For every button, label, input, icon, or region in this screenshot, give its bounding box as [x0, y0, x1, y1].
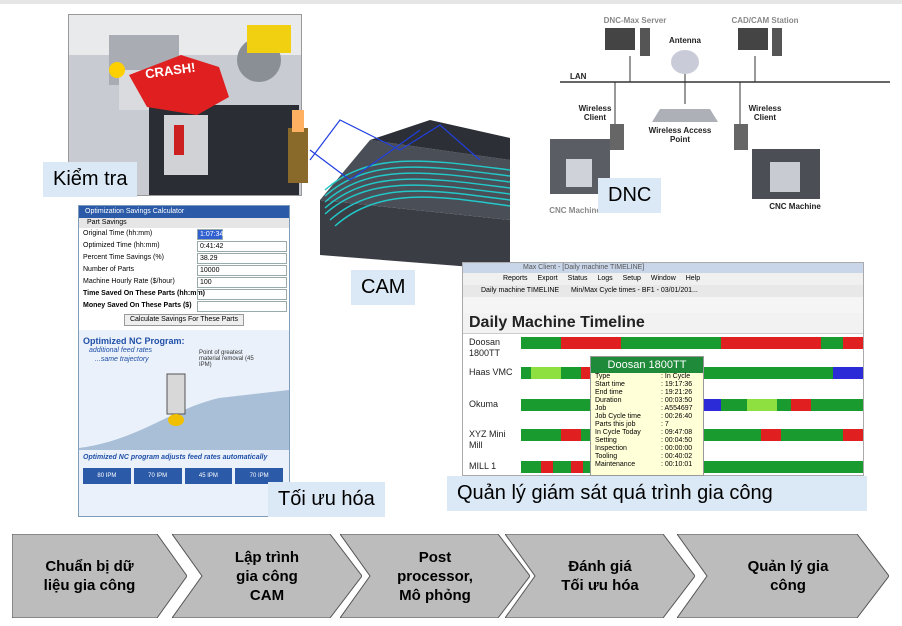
- label-quan-ly: Quản lý giám sát quá trình gia công: [447, 476, 867, 511]
- timeline-header: Daily Machine Timeline: [463, 313, 863, 334]
- step-line: CAM: [249, 586, 285, 604]
- tooltip-row: Parts this job: 7: [595, 421, 669, 428]
- machine-name: Haas VMC: [469, 367, 513, 377]
- timeline-window-title: Max Client - [Daily machine TIMELINE]: [463, 263, 863, 273]
- tooltip-row: Job: A554697: [595, 405, 693, 412]
- tooltip-row: In Cycle Today: 09:47:08: [595, 429, 693, 436]
- optimization-window-title: Optimization Savings Calculator: [79, 206, 289, 218]
- tooltip-row: Maintenance: 00:10:01: [595, 461, 693, 468]
- cnc-machine-right-label: CNC Machine: [769, 202, 821, 211]
- graphic-sub2: ...same trajectory: [95, 356, 149, 363]
- process-step-1: Chuẩn bị dữ liệu gia công: [12, 534, 187, 618]
- part-savings-section: Part Savings: [79, 218, 289, 228]
- menu-help[interactable]: Help: [685, 275, 701, 282]
- graphic-title: Optimized NC Program:: [83, 336, 185, 346]
- opt-row: Optimized Time (hh:mm)0:41:42: [79, 240, 289, 252]
- opt-row: Time Saved On These Parts (hh:mm): [79, 288, 289, 300]
- optimization-calculator-window: Optimization Savings Calculator Part Sav…: [78, 205, 290, 517]
- money-saved-input[interactable]: [197, 301, 287, 312]
- menu-reports[interactable]: Reports: [503, 275, 528, 282]
- step-line: Tối ưu hóa: [561, 577, 639, 594]
- machine-row: Doosan 1800TT: [463, 337, 863, 367]
- step-line: processor,: [397, 567, 473, 585]
- cam-toolpath-graphic: [280, 90, 520, 270]
- machine-tooltip: Doosan 1800TT Type: In Cycle Start time:…: [590, 356, 704, 476]
- dnc-network-diagram: DNC-Max Server CAD/CAM Station Antenna L…: [470, 14, 900, 215]
- timeline-toolbar: [463, 297, 863, 313]
- machine-name: Doosan 1800TT: [469, 337, 501, 358]
- step-line: công: [770, 577, 806, 594]
- step-line: Đánh giá: [568, 558, 632, 575]
- menu-export[interactable]: Export: [537, 275, 558, 282]
- feed-rate-chip: 70 IPM: [133, 468, 182, 484]
- label-dnc: DNC: [598, 178, 662, 213]
- tooltip-row: Tooling: 00:40:02: [595, 453, 693, 460]
- label-toi-uu-hoa: Tối ưu hóa: [268, 482, 385, 517]
- opt-row: Machine Hourly Rate ($/hour)100: [79, 276, 289, 288]
- menu-setup[interactable]: Setup: [622, 275, 641, 282]
- tooltip-row: Inspection: 00:00:00: [595, 445, 693, 452]
- access-point-label: Wireless Access Point: [648, 126, 712, 144]
- number-of-parts-input[interactable]: 10000: [197, 265, 287, 276]
- cnc-machine-left-label: CNC Machine: [549, 206, 601, 215]
- tooltip-row: Setting: 00:04:50: [595, 437, 693, 444]
- antenna-label: Antenna: [669, 36, 701, 45]
- graphic-note: Point of greatest material removal (45 I…: [199, 350, 254, 368]
- menu-status[interactable]: Status: [567, 275, 588, 282]
- dnc-server-label: DNC-Max Server: [603, 16, 667, 25]
- graphic-sub1: additional feed rates: [89, 347, 153, 354]
- step-line: liệu gia công: [43, 577, 136, 594]
- timeline-tabbar: Daily machine TIMELINE Min/Max Cycle tim…: [463, 285, 863, 297]
- process-step-5: Quản lý gia công: [677, 534, 889, 618]
- step-line: Mô phỏng: [399, 586, 471, 604]
- tooltip-row: Start time: 19:17:36: [595, 381, 693, 388]
- tooltip-row: End time: 19:21:26: [595, 389, 693, 396]
- feed-rate-chip: 45 IPM: [184, 468, 233, 484]
- tooltip-row: Type: In Cycle: [595, 373, 691, 380]
- opt-row: Money Saved On These Parts ($): [79, 300, 289, 312]
- optimization-graphic: Optimized NC Program: additional feed ra…: [79, 330, 289, 516]
- tooltip-row: Job Cycle time: 00:26:40: [595, 413, 693, 420]
- machine-timeline-bar[interactable]: [521, 337, 863, 349]
- menu-window[interactable]: Window: [650, 275, 676, 282]
- time-saved-input[interactable]: [197, 289, 287, 300]
- optimized-time-input[interactable]: 0:41:42: [197, 241, 287, 252]
- step-line: gia công: [236, 567, 298, 585]
- tooltip-title: Doosan 1800TT: [591, 357, 703, 373]
- wireless-client-right-label: Wireless Client: [748, 104, 782, 122]
- feed-rate-chip: 80 IPM: [83, 468, 131, 484]
- tooltip-row: Duration: 00:03:50: [595, 397, 693, 404]
- hourly-rate-input[interactable]: 100: [197, 277, 287, 288]
- tab-cycle-times[interactable]: Min/Max Cycle times - BF1 - 03/01/201...: [571, 287, 698, 294]
- graphic-caption: Optimized NC program adjusts feed rates …: [83, 454, 268, 461]
- original-time-input[interactable]: 1:07:34: [197, 229, 223, 240]
- feed-rate-arrows: 80 IPM 70 IPM 45 IPM 70 IPM: [83, 468, 283, 484]
- percent-savings-input[interactable]: 38.29: [197, 253, 287, 264]
- opt-row: Percent Time Savings (%)38.29: [79, 252, 289, 264]
- machine-name: MILL 1: [469, 461, 497, 471]
- calculate-savings-button[interactable]: Calculate Savings For These Parts: [124, 314, 244, 326]
- menu-logs[interactable]: Logs: [597, 275, 613, 282]
- cadcam-station-label: CAD/CAM Station: [731, 16, 799, 25]
- label-kiem-tra: Kiểm tra: [43, 162, 138, 197]
- opt-row: Original Time (hh:mm)1:07:34: [83, 229, 224, 240]
- step-line: Post: [418, 548, 452, 566]
- machine-name: Okuma: [469, 399, 499, 409]
- step-line: Quản lý gia: [747, 558, 829, 575]
- step-line: Lập trình: [234, 548, 300, 566]
- step-line: Chuẩn bị dữ: [45, 558, 134, 575]
- top-border: [0, 0, 902, 4]
- wireless-client-left-label: Wireless Client: [578, 104, 612, 122]
- timeline-menubar: Reports Export Status Logs Setup Window …: [463, 273, 863, 285]
- feed-rate-chip: 70 IPM: [235, 468, 283, 484]
- lan-label: LAN: [570, 72, 587, 81]
- machine-name: XYZ Mini Mill: [469, 429, 506, 450]
- label-cam: CAM: [351, 270, 416, 305]
- tab-daily-timeline[interactable]: Daily machine TIMELINE: [481, 287, 560, 294]
